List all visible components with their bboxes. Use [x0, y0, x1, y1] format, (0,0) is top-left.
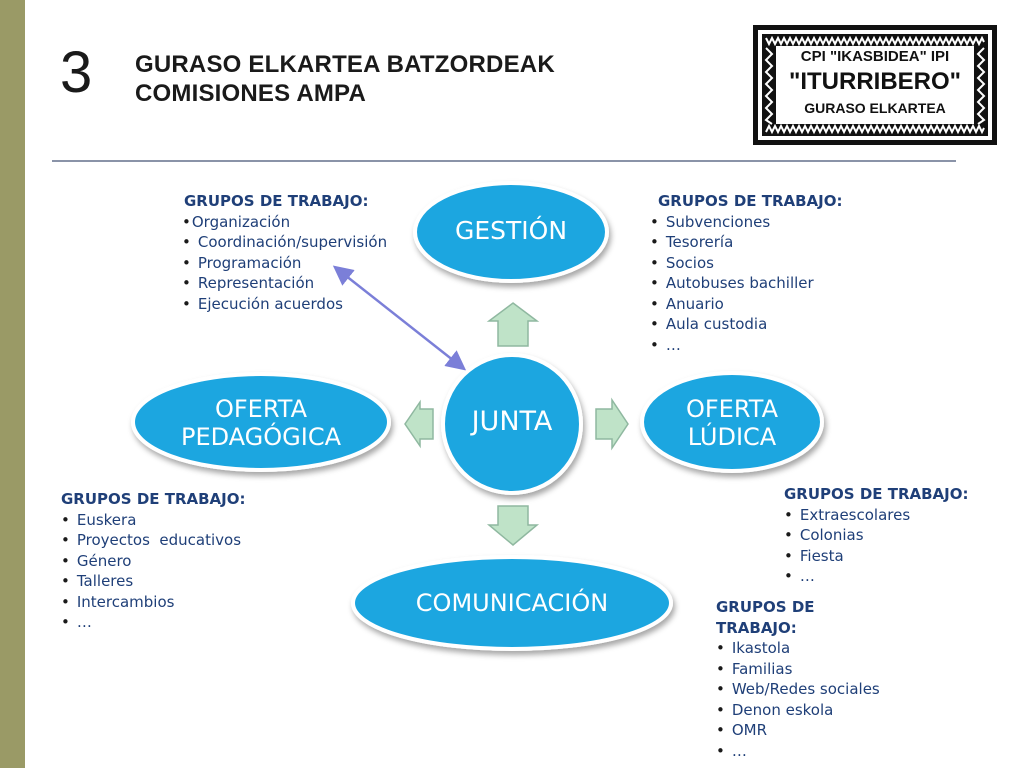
list-item: Representación — [182, 273, 387, 294]
group-comunicacion-heading-line-2: TRABAJO: — [716, 618, 797, 637]
node-oferta-pedagogica: OFERTA PEDAGÓGICA — [133, 395, 389, 451]
list-item: … — [61, 612, 246, 633]
slide-title: GURASO ELKARTEA BATZORDEAK COMISIONES AM… — [135, 50, 555, 108]
slide-number: 3 — [60, 40, 93, 105]
group-comunicacion: GRUPOS DE TRABAJO: Ikastola Familias Web… — [716, 597, 880, 761]
list-item: Género — [61, 551, 246, 572]
list-item: Extraescolares — [784, 505, 969, 526]
title-line-2: COMISIONES AMPA — [135, 80, 367, 107]
list-item: … — [716, 741, 880, 762]
list-item: Proyectos educativos — [61, 530, 246, 551]
list-item: Ejecución acuerdos — [182, 294, 387, 315]
group-gestion-heading: GRUPOS DE TRABAJO: — [658, 192, 843, 210]
list-item: Tesorería — [650, 232, 843, 253]
node-gestion: GESTIÓN — [454, 216, 568, 245]
list-item: OMR — [716, 720, 880, 741]
logo-line-2: "ITURRIBERO" — [788, 68, 962, 95]
list-item: … — [784, 566, 969, 587]
node-comunicacion: COMUNICACIÓN — [415, 589, 609, 617]
node-gestion-shape — [413, 181, 609, 283]
node-ludica-shape — [640, 371, 824, 473]
list-item: Ikastola — [716, 638, 880, 659]
list-item: Fiesta — [784, 546, 969, 567]
node-junta-shape — [441, 353, 583, 495]
arrow-down-icon — [486, 505, 540, 546]
group-gestion: GRUPOS DE TRABAJO: Subvenciones Tesorerí… — [650, 191, 843, 355]
list-item: Colonias — [784, 525, 969, 546]
node-comunicacion-shape — [351, 555, 673, 651]
list-item: Anuario — [650, 294, 843, 315]
left-accent-bar — [0, 0, 25, 768]
group-comunicacion-heading-line-1: GRUPOS DE — [716, 598, 815, 616]
list-item: Talleres — [61, 571, 246, 592]
title-line-1: GURASO ELKARTEA BATZORDEAK — [135, 51, 555, 78]
title-divider — [52, 160, 956, 162]
node-pedagogica-line-1: OFERTA — [214, 395, 307, 423]
list-item: Autobuses bachiller — [650, 273, 843, 294]
list-item: Euskera — [61, 510, 246, 531]
list-item: Familias — [716, 659, 880, 680]
group-pedagogica: GRUPOS DE TRABAJO: Euskera Proyectos edu… — [61, 489, 246, 633]
group-pedagogica-heading: GRUPOS DE TRABAJO: — [61, 490, 246, 508]
list-item: Subvenciones — [650, 212, 843, 233]
list-item: Intercambios — [61, 592, 246, 613]
logo-border — [753, 25, 997, 145]
node-oferta-ludica: OFERTA LÚDICA — [642, 395, 822, 451]
school-logo: CPI "IKASBIDEA" IPI "ITURRIBERO" GURASO … — [752, 24, 998, 146]
arrow-right-icon — [595, 397, 629, 451]
node-ludica-line-1: OFERTA — [685, 395, 778, 423]
arrow-up-icon — [486, 302, 540, 347]
list-item: Organización — [182, 212, 387, 233]
list-item: Socios — [650, 253, 843, 274]
list-item: Programación — [182, 253, 387, 274]
group-ludica-heading: GRUPOS DE TRABAJO: — [784, 485, 969, 503]
logo-line-1: CPI "IKASBIDEA" IPI — [800, 48, 950, 65]
group-ludica: GRUPOS DE TRABAJO: Extraescolares Coloni… — [784, 484, 969, 587]
list-item: Denon eskola — [716, 700, 880, 721]
node-ludica-line-2: LÚDICA — [687, 423, 777, 451]
group-junta: GRUPOS DE TRABAJO: Organización Coordina… — [182, 191, 387, 314]
node-pedagogica-shape — [131, 372, 391, 472]
list-item: … — [650, 335, 843, 356]
list-item: Coordinación/supervisión — [182, 232, 387, 253]
list-item: Web/Redes sociales — [716, 679, 880, 700]
list-item: Aula custodia — [650, 314, 843, 335]
group-junta-heading: GRUPOS DE TRABAJO: — [184, 192, 369, 210]
arrow-left-icon — [404, 399, 434, 449]
logo-line-3: GURASO ELKARTEA — [804, 100, 946, 116]
node-pedagogica-line-2: PEDAGÓGICA — [180, 423, 342, 451]
node-junta: JUNTA — [471, 406, 553, 437]
